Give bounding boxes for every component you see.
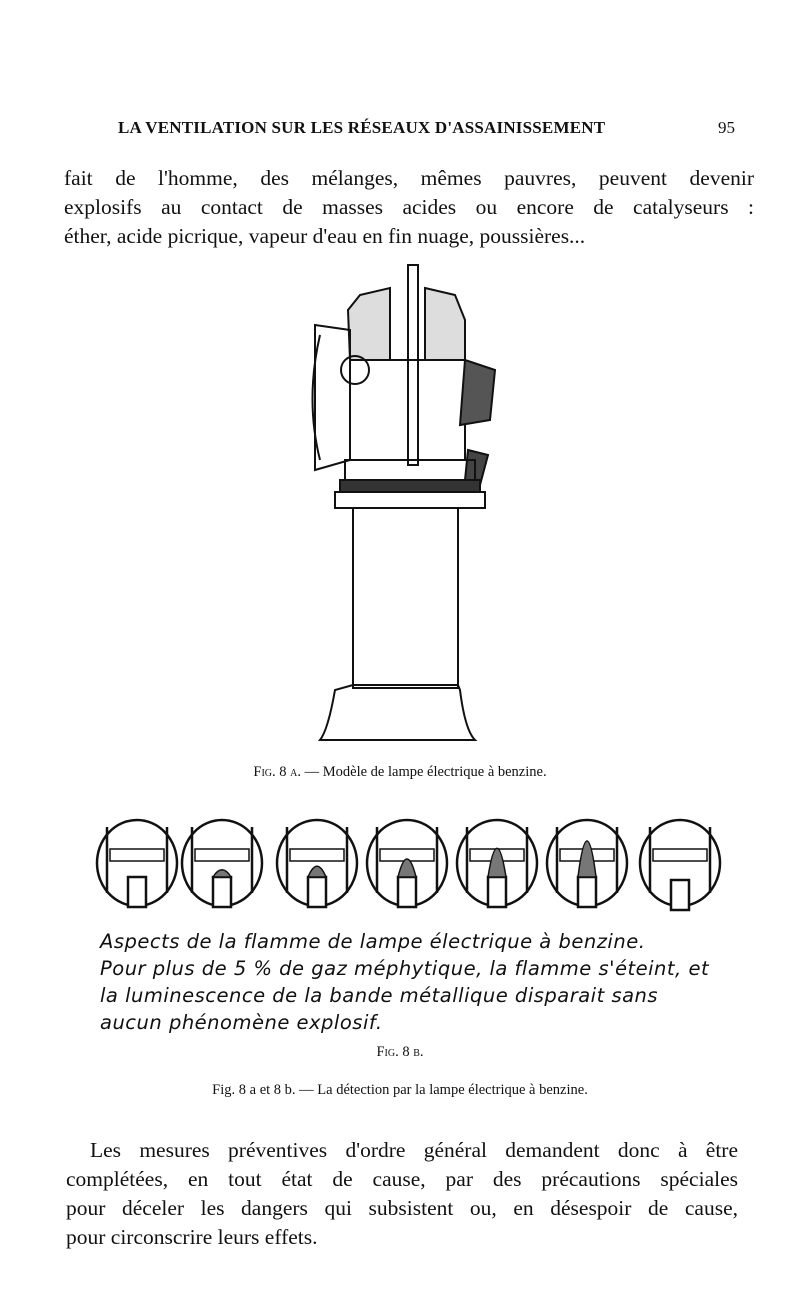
fig-8b-label: Fig. 8 b. [376,1044,424,1060]
page-number: 95 [718,118,735,137]
flame-aspect-circle [180,818,264,909]
lamp-illustration [311,264,497,741]
text-line: fait de l'homme, des mélanges, mêmes pau… [64,166,754,190]
paragraph-1: fait de l'homme, des mélanges, mêmes pau… [64,164,754,251]
flame-aspect-circle [638,818,722,912]
flame-aspect-circle [365,818,449,909]
flame-aspects-row [95,818,722,912]
fig-8a-caption: Fig. 8 a. — Modèle de lampe électrique à… [0,764,800,781]
flame-aspect-circle [275,818,359,909]
handwritten-line: Pour plus de 5 % de gaz méphytique, la f… [100,957,710,980]
text-line: Les mesures préventives d'ordre général … [90,1138,738,1162]
flame-aspect-circle [95,818,179,909]
handwritten-line: aucun phénomène explosif. [100,1011,383,1034]
combined-figure-caption: Fig. 8 a et 8 b. — La détection par la l… [212,1082,588,1098]
text-line: pour circonscrire leurs effets. [66,1225,318,1249]
text-line: éther, acide picrique, vapeur d'eau en f… [64,224,586,248]
handwritten-annotation: Aspects de la flamme de lampe électrique… [100,928,709,1036]
paragraph-2: Les mesures préventives d'ordre général … [66,1136,738,1252]
running-header: LA VENTILATION SUR LES RÉSEAUX D'ASSAINI… [118,118,606,137]
handwritten-line: la luminescence de la bande métallique d… [100,984,659,1007]
text-line: explosifs au contact de masses acides ou… [64,195,754,219]
flame-aspect-circle [455,818,539,909]
flame-aspect-circle [545,818,629,909]
figure-caption-text: — Modèle de lampe électrique à benzine. [304,764,547,780]
handwritten-line: Aspects de la flamme de lampe électrique… [100,930,646,953]
figure-label: Fig. 8 a. [253,764,301,780]
text-line: pour déceler les dangers qui subsistent … [66,1196,738,1220]
text-line: complétées, en tout état de cause, par d… [66,1167,738,1191]
